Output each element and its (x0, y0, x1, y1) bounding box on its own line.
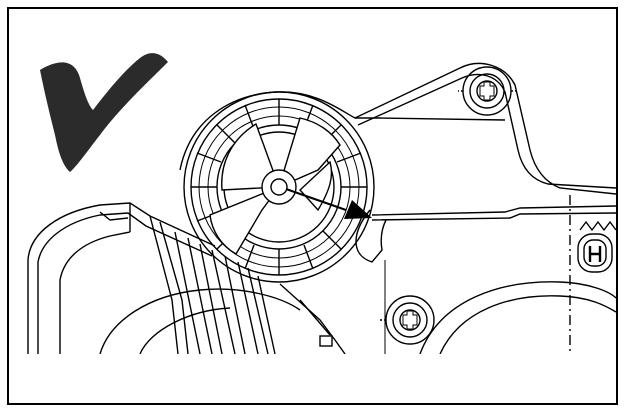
rotation-arrow (285, 188, 372, 219)
husqvarna-crown-logo (577, 220, 616, 273)
housing-shelf (371, 205, 616, 216)
lower-body-curve (419, 281, 616, 354)
adjustment-dial (183, 91, 375, 283)
handle-frame (27, 202, 346, 354)
lower-screw-icon (380, 295, 435, 345)
housing-inner-line (357, 73, 616, 189)
check-mark-icon (40, 53, 168, 172)
upper-screw-icon (458, 66, 516, 116)
housing-outline (179, 62, 616, 195)
figure-frame (7, 7, 618, 405)
